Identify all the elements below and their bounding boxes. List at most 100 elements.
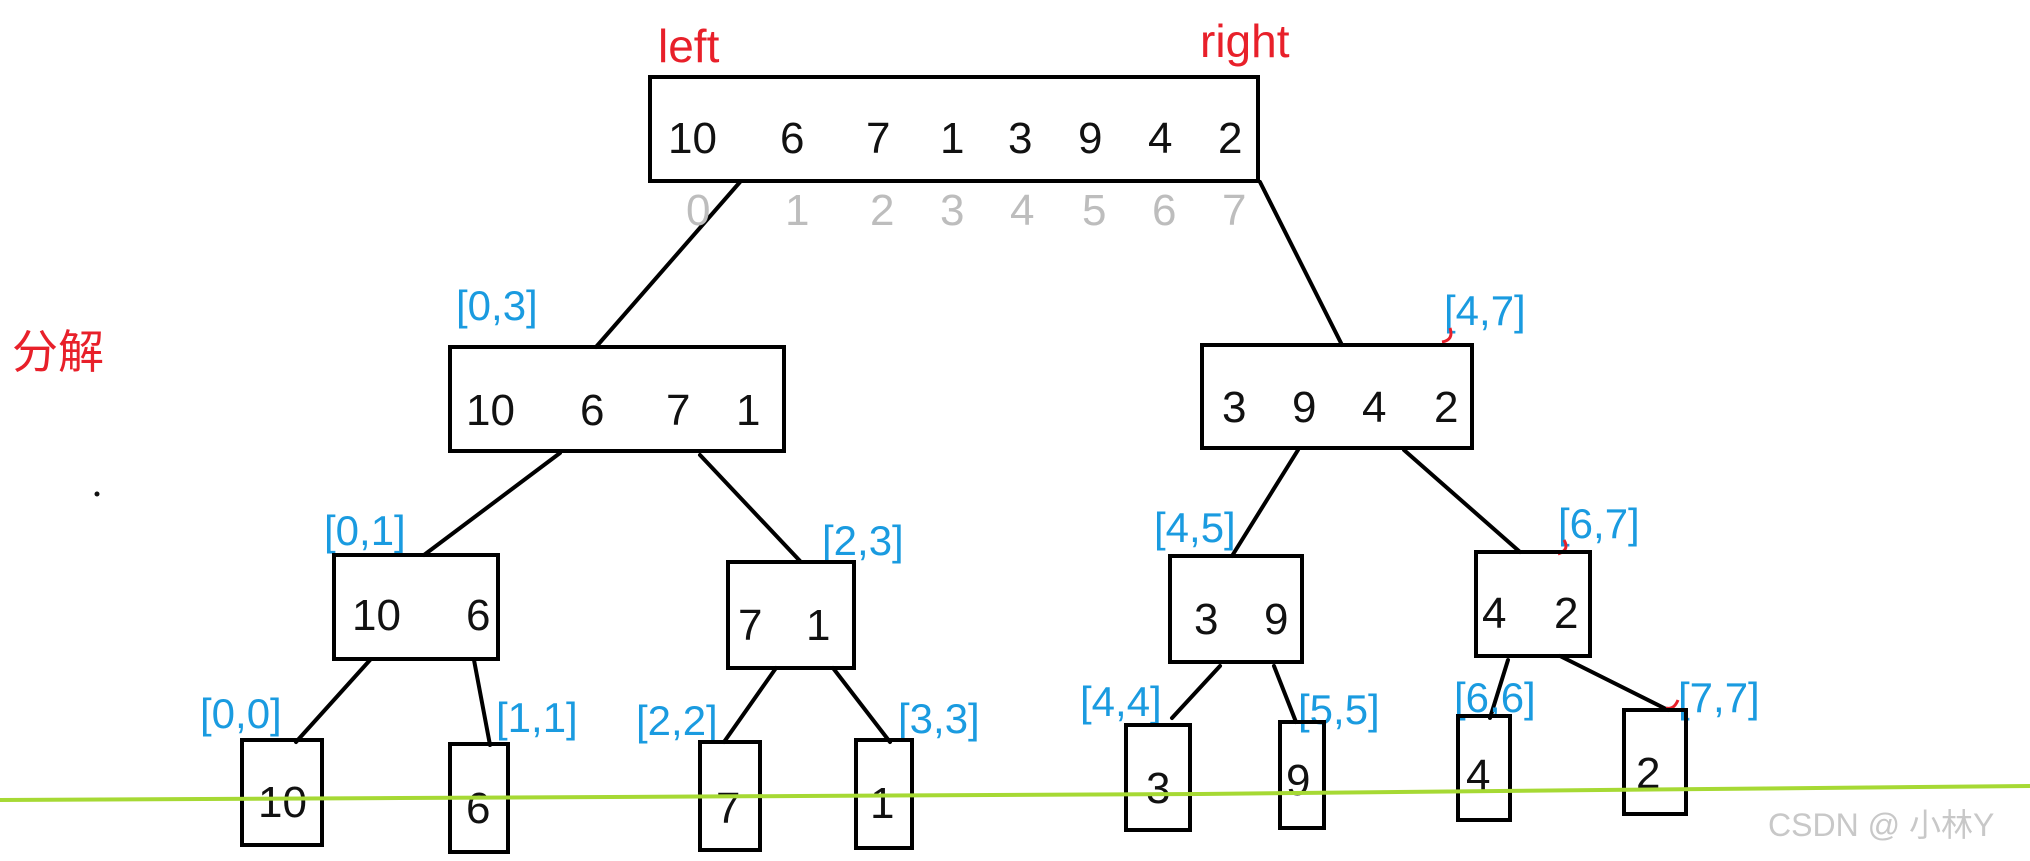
- index-label: 4: [1010, 186, 1034, 235]
- range-label: [0,3]: [456, 282, 538, 329]
- edge-l2b-l3d: [831, 666, 892, 744]
- edge-l2c-l3e: [1170, 664, 1222, 720]
- leaf-box: [1278, 720, 1326, 830]
- root-value: 7: [866, 114, 890, 163]
- node-box: [1168, 554, 1304, 664]
- node-value: 9: [1292, 383, 1316, 432]
- index-label: 3: [940, 186, 964, 235]
- range-label: [4,5]: [1154, 504, 1236, 551]
- range-label: [3,3]: [898, 695, 980, 742]
- root-value: 2: [1218, 114, 1242, 163]
- edge-l1b-l2d: [1402, 448, 1522, 554]
- node-value: 4: [1362, 383, 1386, 432]
- range-label: [5,5]: [1298, 686, 1380, 733]
- range-label: [6,6]: [1454, 674, 1536, 721]
- level1-node-left: [0,3] 10 6 7 1: [448, 282, 786, 453]
- phase-label: 分解: [12, 325, 104, 379]
- node-value: 7: [666, 386, 690, 435]
- leaf-node: [0,0] 10: [200, 690, 324, 847]
- index-label: 6: [1152, 186, 1176, 235]
- leaf-box: [1124, 723, 1192, 832]
- root-value: 1: [940, 114, 964, 163]
- node-box: [448, 345, 786, 453]
- index-label: 0: [686, 186, 710, 235]
- left-pointer-label: left: [658, 20, 720, 72]
- leaf-node: [7,7] 2: [1622, 674, 1760, 816]
- index-label: 7: [1222, 186, 1246, 235]
- root-indices: 0 1 2 3 4 5 6 7: [686, 186, 1246, 235]
- node-value: 3: [1194, 595, 1218, 644]
- index-label: 1: [785, 186, 809, 235]
- leaf-node: [6,6] 4: [1454, 674, 1536, 822]
- level2-node-d: [6,7] 4 2: [1474, 500, 1640, 658]
- range-label: [4,4]: [1080, 678, 1162, 725]
- leaf-node: [3,3] 1: [854, 695, 980, 850]
- edge-l2d-l3h: [1558, 654, 1670, 712]
- level2-node-a: [0,1] 10 6: [324, 507, 500, 661]
- edge-l2a-l3a: [294, 658, 372, 744]
- node-value: 10: [352, 591, 401, 640]
- leaf-value: 6: [466, 784, 490, 833]
- range-label: [2,3]: [822, 517, 904, 564]
- leaf-box: [1456, 714, 1512, 822]
- range-label: [1,1]: [496, 694, 578, 741]
- leaf-node: [5,5] 9: [1278, 686, 1380, 830]
- level2-node-c: [4,5] 3 9: [1154, 504, 1304, 664]
- root-value: 6: [780, 114, 804, 163]
- root-box: [648, 75, 1260, 183]
- node-value: 3: [1222, 383, 1246, 432]
- node-value: 2: [1434, 383, 1458, 432]
- node-value: 4: [1482, 589, 1506, 638]
- leaf-value: 1: [870, 779, 894, 828]
- range-label: [7,7]: [1678, 674, 1760, 721]
- leaf-node: [4,4] 3: [1080, 678, 1192, 832]
- leaf-value: 3: [1146, 764, 1170, 813]
- edge-l2a-l3b: [472, 658, 492, 747]
- edge-l1a-l2a: [422, 451, 562, 557]
- node-box: [1474, 550, 1592, 658]
- root-value: 4: [1148, 114, 1172, 163]
- stray-dot: [94, 491, 100, 497]
- level1-node-right: [4,7] 3 9 4 2: [1200, 287, 1526, 450]
- node-value: 9: [1264, 595, 1288, 644]
- range-label: [0,1]: [324, 507, 406, 554]
- edge-l1a-l2b: [698, 453, 802, 563]
- node-box: [726, 560, 856, 670]
- index-label: 2: [870, 186, 894, 235]
- edge-l1b-l2c: [1230, 448, 1300, 558]
- leaf-value: 10: [258, 778, 307, 827]
- range-label: [0,0]: [200, 690, 282, 737]
- index-label: 5: [1082, 186, 1106, 235]
- watermark: CSDN @ 小林Y: [1768, 807, 1994, 843]
- root-value: 9: [1078, 114, 1102, 163]
- node-value: 1: [806, 601, 830, 650]
- range-label: [6,7]: [1558, 500, 1640, 547]
- leaf-box: [1622, 708, 1688, 816]
- tree-edges: [294, 180, 1670, 747]
- node-value: 1: [736, 386, 760, 435]
- root-value: 3: [1008, 114, 1032, 163]
- node-value: 2: [1554, 589, 1578, 638]
- edge-l2c-l3f: [1272, 664, 1298, 724]
- root-node: 10 6 7 1 3 9 4 2: [648, 75, 1260, 183]
- red-tick-mark: [1665, 699, 1680, 710]
- root-value: 10: [668, 114, 717, 163]
- edge-l2d-l3g: [1488, 658, 1510, 720]
- node-value: 6: [466, 591, 490, 640]
- edge-root-left: [594, 180, 742, 349]
- node-value: 6: [580, 386, 604, 435]
- level2-node-b: [2,3] 7 1: [726, 517, 904, 670]
- node-box: [332, 553, 500, 661]
- leaf-node: [1,1] 6: [448, 694, 578, 854]
- edge-root-right: [1258, 180, 1344, 347]
- leaf-box: [240, 738, 324, 847]
- leaf-value: 9: [1286, 756, 1310, 805]
- leaf-value: 7: [716, 784, 740, 833]
- range-label: [2,2]: [636, 697, 718, 744]
- right-pointer-label: right: [1200, 15, 1290, 67]
- green-baseline: [0, 784, 2030, 802]
- edge-l2b-l3c: [722, 666, 778, 744]
- node-value: 7: [738, 601, 762, 650]
- range-label: [4,7]: [1444, 287, 1526, 334]
